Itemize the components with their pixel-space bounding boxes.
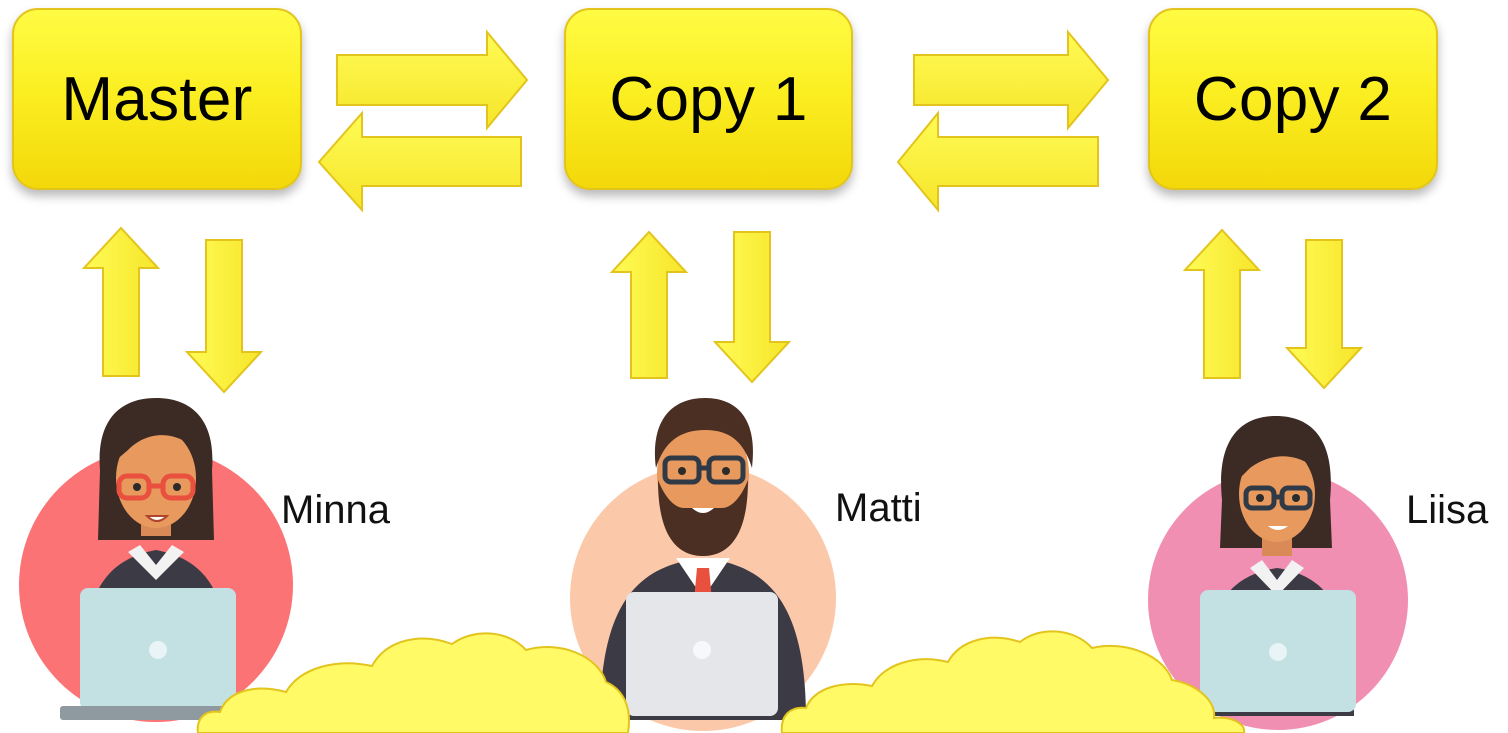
person-name-matti: Matti xyxy=(835,486,922,530)
node-master: Master xyxy=(12,8,302,190)
arrow-liisa-down xyxy=(1284,239,1364,390)
arrow-copy1-to-copy2 xyxy=(913,29,1110,131)
node-label: Master xyxy=(61,64,253,134)
avatar-liisa xyxy=(1148,416,1408,730)
arrow-minna-down xyxy=(184,239,264,394)
arrow-copy1-to-master xyxy=(317,110,522,213)
node-label: Copy 2 xyxy=(1193,64,1393,134)
arrow-matti-down xyxy=(712,231,792,384)
node-copy-1: Copy 1 xyxy=(564,8,853,190)
arrow-liisa-up xyxy=(1182,228,1262,379)
arrow-copy2-to-copy1 xyxy=(896,110,1099,213)
cloud-left xyxy=(196,632,630,733)
node-copy-2: Copy 2 xyxy=(1148,8,1438,190)
cloud-right xyxy=(780,630,1246,733)
person-name-minna: Minna xyxy=(281,488,390,532)
node-label: Copy 1 xyxy=(609,64,808,134)
arrow-matti-up xyxy=(609,230,689,379)
avatar-matti xyxy=(570,398,836,731)
person-name-liisa: Liisa xyxy=(1406,488,1489,532)
avatar-minna xyxy=(19,398,293,722)
arrow-master-to-copy1 xyxy=(336,29,529,131)
arrow-minna-up xyxy=(81,226,161,377)
